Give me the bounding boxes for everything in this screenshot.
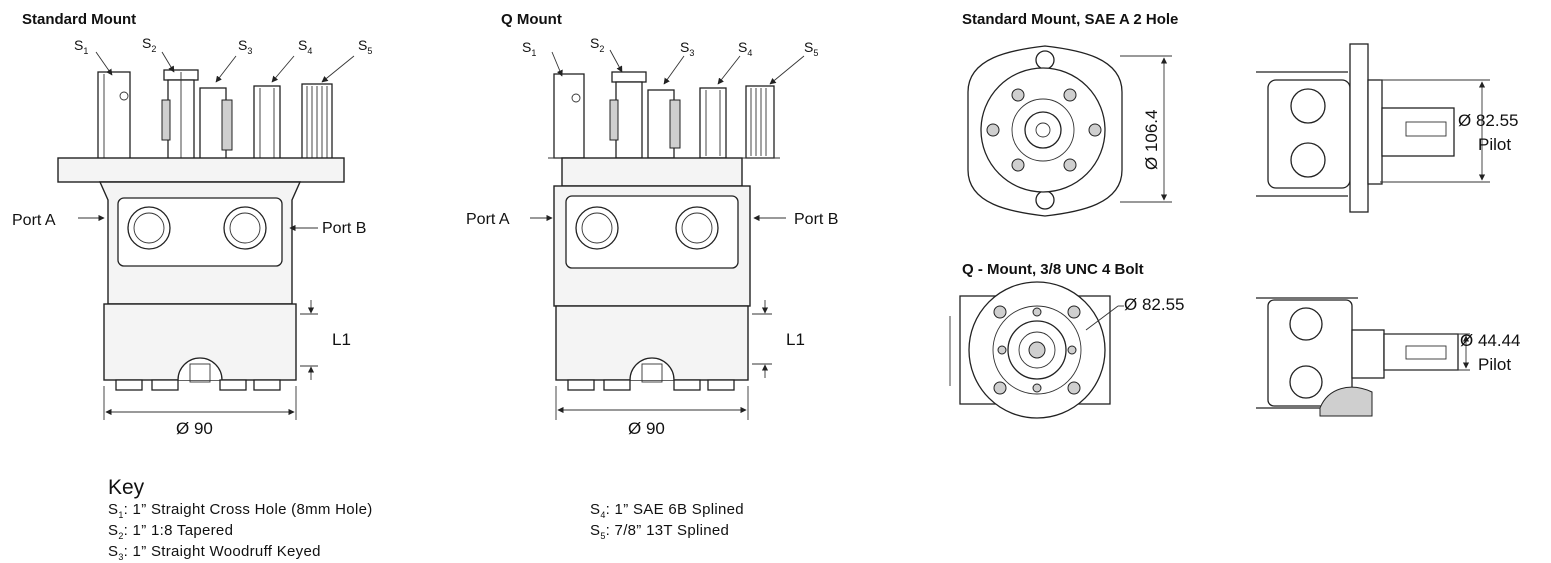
q-port-a-label: Port A — [466, 211, 510, 228]
sae-a-title: Standard Mount, SAE A 2 Hole — [962, 11, 1178, 28]
standard-label-s2: S2 — [142, 35, 156, 54]
standard-mount-view: Standard Mount — [12, 11, 372, 438]
standard-port-a-label: Port A — [12, 212, 56, 229]
q-port-b-label: Port B — [794, 211, 838, 228]
q-unc-pilot-word: Pilot — [1478, 355, 1511, 374]
sae-a-pilot-diameter-label: Ø 82.55 — [1458, 111, 1519, 130]
key-item-s3: S3: 1” Straight Woodruff Keyed — [108, 543, 321, 562]
q-mount-title: Q Mount — [501, 11, 562, 28]
standard-shaft-s1 — [97, 71, 131, 161]
standard-label-s1: S1 — [74, 37, 88, 56]
standard-shaft-s4 — [253, 85, 281, 161]
key-item-s1: S1: 1” Straight Cross Hole (8mm Hole) — [108, 501, 373, 520]
standard-shaft-s3 — [199, 87, 233, 161]
key-legend: Key S1: 1” Straight Cross Hole (8mm Hole… — [108, 476, 744, 562]
sae-a-flange-diameter-label: Ø 106.4 — [1142, 110, 1161, 171]
q-label-s1: S1 — [522, 39, 536, 58]
q-l1-label: L1 — [786, 330, 805, 349]
q-shaft-s5 — [745, 85, 775, 159]
q-shaft-s4 — [699, 87, 727, 159]
q-unc-mount-view: Q - Mount, 3/8 UNC 4 Bolt Ø 82.55 Ø — [949, 261, 1521, 419]
q-unc-bolt-circle-label: Ø 82.55 — [1124, 295, 1185, 314]
q-shaft-s1 — [553, 73, 585, 159]
standard-label-s5: S5 — [358, 37, 372, 56]
q-label-s5: S5 — [804, 39, 818, 58]
standard-label-s3: S3 — [238, 37, 252, 56]
standard-mount-flange — [57, 157, 345, 183]
q-unc-title: Q - Mount, 3/8 UNC 4 Bolt — [962, 261, 1144, 278]
key-item-s4: S4: 1” SAE 6B Splined — [590, 501, 744, 520]
key-item-s2: S2: 1” 1:8 Tapered — [108, 522, 233, 541]
key-heading: Key — [108, 476, 145, 499]
standard-mount-title: Standard Mount — [22, 11, 136, 28]
key-item-s5: S5: 7/8” 13T Splined — [590, 522, 729, 541]
q-label-s2: S2 — [590, 35, 604, 54]
standard-shaft-s5 — [301, 83, 333, 161]
q-label-s4: S4 — [738, 39, 752, 58]
standard-shaft-s2 — [161, 69, 199, 161]
q-shaft-s2 — [609, 71, 647, 159]
standard-label-s4: S4 — [298, 37, 312, 56]
q-shaft-s3 — [647, 89, 681, 159]
q-mount-flange — [561, 157, 743, 187]
q-diameter-label: Ø 90 — [628, 419, 665, 438]
sae-a-pilot-word: Pilot — [1478, 135, 1511, 154]
q-unc-pilot-diameter-label: Ø 44.44 — [1460, 331, 1521, 350]
q-label-s3: S3 — [680, 39, 694, 58]
standard-l1-label: L1 — [332, 330, 351, 349]
standard-diameter-label: Ø 90 — [176, 419, 213, 438]
q-mount-view: Q Mount — [466, 11, 838, 438]
standard-port-b-label: Port B — [322, 220, 366, 237]
sae-a-mount-view: Standard Mount, SAE A 2 Hole Ø 106.4 — [962, 11, 1519, 217]
